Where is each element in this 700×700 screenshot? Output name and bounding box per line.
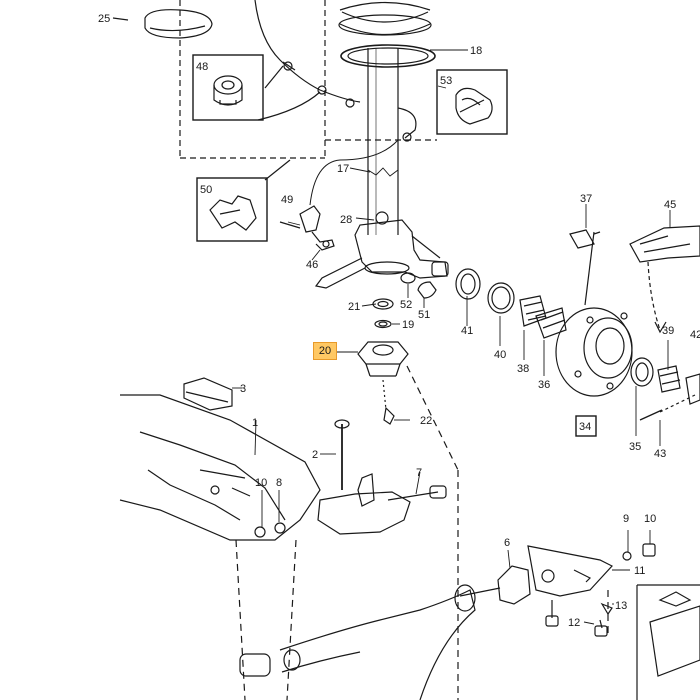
grease-tube-45 (629, 225, 700, 334)
callout-43: 43 (654, 448, 666, 460)
lower-control-arm (239, 584, 476, 700)
callout-48: 48 (196, 61, 208, 73)
callout-21: 21 (348, 301, 360, 313)
callout-52: 52 (400, 299, 412, 311)
callout-50: 50 (200, 184, 212, 196)
callout-9: 9 (623, 513, 629, 525)
leader-lines (232, 49, 671, 625)
callout-7: 7 (416, 467, 422, 479)
callout-6: 6 (504, 537, 510, 549)
bushing-bracket-11 (459, 543, 656, 637)
callout-18: 18 (470, 45, 482, 57)
highlighted-callout-20[interactable]: 20 (313, 342, 337, 360)
detail-box-53 (325, 69, 508, 141)
callout-34: 34 (579, 421, 591, 433)
callout-3: 3 (240, 383, 246, 395)
detail-box-lower-right (636, 584, 700, 700)
sensor-wire (254, 0, 361, 103)
abs-sensor-46 (279, 205, 335, 251)
wheel-bearing-set (455, 268, 567, 339)
callout-39: 39 (662, 325, 674, 337)
callout-11: 11 (634, 565, 645, 577)
mounting-plate-20 (357, 341, 409, 425)
bump-stop-25 (112, 9, 213, 39)
subframe-bracket (317, 419, 447, 535)
callout-12: 12 (568, 617, 580, 629)
callout-35: 35 (629, 441, 641, 453)
callout-28: 28 (340, 214, 352, 226)
callout-2: 2 (312, 449, 318, 461)
callout-46: 46 (306, 259, 318, 271)
callout-38: 38 (517, 363, 529, 375)
callout-22: 22 (420, 415, 432, 427)
outer-bearing-parts (630, 357, 700, 421)
callout-1: 1 (252, 417, 258, 429)
callout-13: 13 (615, 600, 627, 612)
callout-25: 25 (98, 13, 110, 25)
callout-17: 17 (337, 163, 349, 175)
callout-10-right: 10 (644, 513, 656, 525)
detail-box-50 (196, 159, 291, 242)
callout-49: 49 (281, 194, 293, 206)
callout-51: 51 (418, 309, 430, 321)
crossmember-1 (119, 394, 321, 541)
callout-36: 36 (538, 379, 550, 391)
detail-frame-48 (179, 0, 326, 159)
callout-19: 19 (402, 319, 414, 331)
wheel-hub-34 (555, 229, 633, 437)
alignment-lines (235, 365, 609, 700)
spring-strut (338, 1, 436, 235)
clip-part-3 (183, 377, 233, 411)
callout-10-left: 10 (255, 477, 267, 489)
callout-37: 37 (580, 193, 592, 205)
small-parts-stack (372, 272, 437, 329)
callout-53: 53 (440, 75, 452, 87)
callout-8: 8 (276, 477, 282, 489)
callout-45: 45 (664, 199, 676, 211)
steering-knuckle (314, 211, 449, 289)
callout-42: 42 (690, 329, 700, 341)
callout-41: 41 (461, 325, 473, 337)
callout-40: 40 (494, 349, 506, 361)
